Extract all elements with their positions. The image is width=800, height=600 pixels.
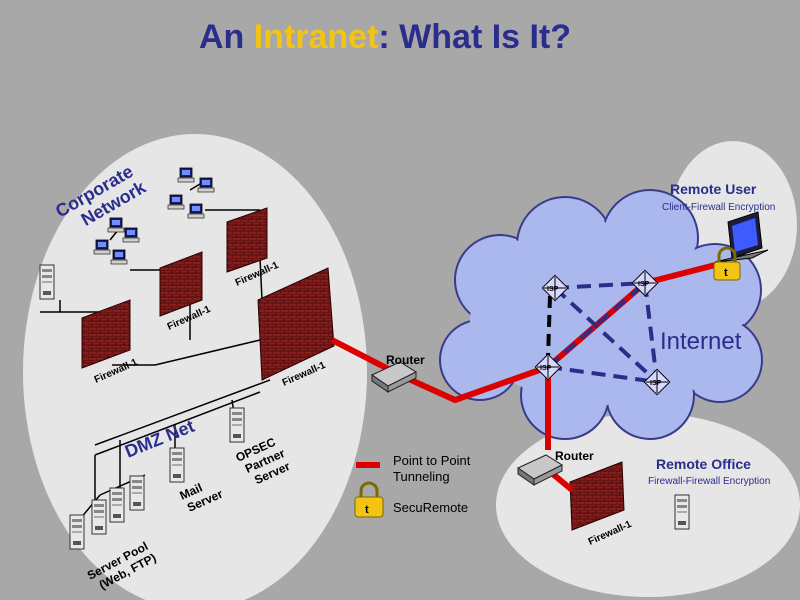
remote-office-area: [496, 413, 800, 597]
remote-user-subtitle: Client-Firewall Encryption: [662, 202, 775, 213]
lock-letter-legend: t: [365, 504, 369, 516]
legend-securemote: SecuRemote: [393, 500, 468, 515]
firewalls: [81, 207, 625, 531]
legend-tunnel-line2: Tunneling: [393, 469, 450, 484]
lock-icon-legend: [354, 481, 384, 518]
page-title: An Intranet: What Is It?: [0, 18, 770, 57]
legend-tunnel-swatch: [356, 462, 380, 468]
isp-label-4: ISP: [650, 380, 662, 387]
isp-label-1: ISP: [547, 286, 559, 293]
router-boxes: [370, 361, 564, 486]
router-label-2: Router: [555, 449, 594, 463]
laptop-icon: [714, 211, 769, 263]
isp-vertical-link: [546, 295, 552, 359]
internet-label: Internet: [660, 328, 742, 355]
title-prefix: An: [198, 18, 254, 56]
title-suffix: : What Is It?: [378, 18, 572, 56]
remote-office-title: Remote Office: [656, 456, 751, 472]
remote-user-title: Remote User: [670, 181, 757, 197]
router-label-1: Router: [386, 353, 425, 367]
legend-tunnel-line1: Point to Point: [393, 453, 471, 468]
remote-office-subtitle: Firewall-Firewall Encryption: [648, 476, 770, 487]
lock-icon-remote-user: [713, 246, 741, 281]
isp-label-2: ISP: [638, 281, 650, 288]
title-highlight: Intranet: [253, 18, 379, 56]
isp-label-3: ISP: [540, 365, 552, 372]
lock-letter-remote-user: t: [724, 267, 728, 279]
isp-mesh-links: [546, 281, 659, 384]
